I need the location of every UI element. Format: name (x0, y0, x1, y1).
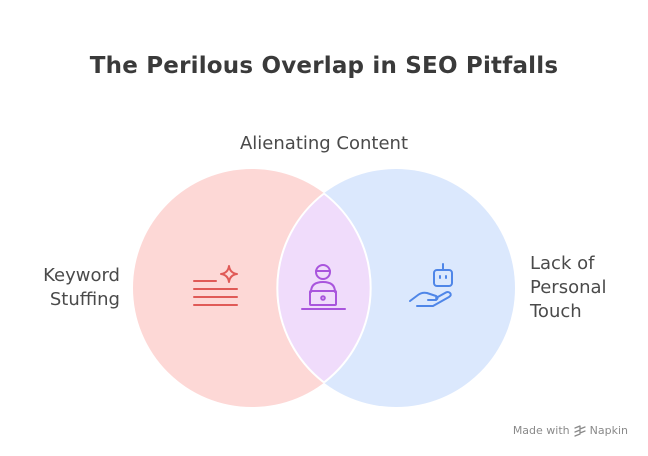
label-lack-of-personal-touch-line: Touch (530, 301, 582, 322)
label-lack-of-personal-touch-line: Lack of (530, 253, 595, 274)
brand-prefix: Made with (512, 424, 570, 437)
keyword-list-sparkle-icon (193, 265, 238, 306)
label-lack-of-personal-touch: Lack of Personal Touch (530, 252, 640, 324)
label-keyword-stuffing-line: Keyword (43, 265, 120, 286)
napkin-logo-icon (573, 424, 586, 437)
label-keyword-stuffing: Keyword Stuffing (20, 264, 120, 312)
label-alienating-content: Alienating Content (239, 133, 409, 154)
person-at-laptop-icon (301, 264, 346, 310)
brand-name: Napkin (589, 424, 628, 437)
label-lack-of-personal-touch-line: Personal (530, 277, 607, 298)
overlap-region (277, 169, 371, 407)
robot-in-hand-icon (409, 263, 453, 307)
napkin-watermark: Made with Napkin (513, 424, 628, 437)
label-keyword-stuffing-line: Stuffing (49, 289, 120, 310)
diagram-title: The Perilous Overlap in SEO Pitfalls (89, 53, 559, 79)
